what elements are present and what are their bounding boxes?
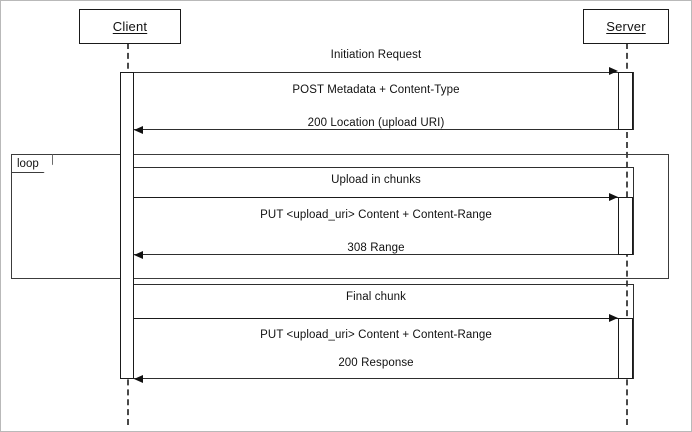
- participant-server-label: Server: [606, 19, 646, 34]
- arrowhead-final-response: [134, 374, 143, 383]
- fragment-loop[interactable]: loop: [11, 154, 669, 279]
- arrowhead-initiation-response: [134, 125, 143, 134]
- label-initiation-response: 200 Location (upload URI): [307, 117, 445, 129]
- arrowline-chunks-request: [134, 197, 618, 198]
- arrowhead-chunks-response: [134, 250, 143, 259]
- label-final-request: PUT <upload_uri> Content + Content-Range: [260, 329, 492, 341]
- label-chunks-response: 308 Range: [347, 242, 405, 254]
- participant-client-label: Client: [112, 19, 148, 34]
- label-chunks-request: PUT <upload_uri> Content + Content-Range: [260, 209, 492, 221]
- fragment-loop-tag: loop: [11, 154, 53, 173]
- arrowhead-final-request: [609, 313, 618, 322]
- arrowhead-chunks-request: [609, 192, 618, 201]
- fragment-loop-label: loop: [17, 157, 39, 170]
- label-chunks-title: Upload in chunks: [331, 174, 421, 186]
- participant-server[interactable]: Server: [583, 9, 669, 44]
- label-final-title: Final chunk: [346, 291, 406, 303]
- label-final-response: 200 Response: [338, 357, 414, 369]
- activation-server-initiation: [618, 72, 633, 130]
- label-initiation-request: POST Metadata + Content-Type: [292, 84, 460, 96]
- arrowhead-initiation-request: [609, 67, 618, 75]
- activation-server-final: [618, 318, 633, 379]
- activation-client: [120, 72, 134, 379]
- activation-server-chunks: [618, 197, 633, 255]
- participant-client[interactable]: Client: [79, 9, 181, 44]
- label-initiation-title: Initiation Request: [330, 49, 422, 61]
- arrowline-final-request: [134, 318, 618, 319]
